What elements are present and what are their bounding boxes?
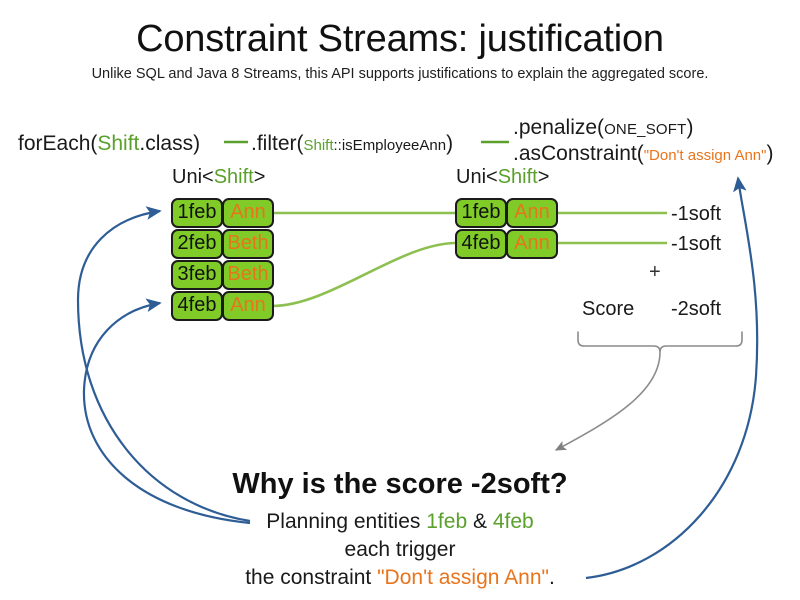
tuple-row: 1feb Ann bbox=[455, 198, 558, 228]
penalty-value: -1soft bbox=[671, 203, 722, 225]
score-total: -2soft bbox=[671, 298, 722, 320]
explanation-line-2: each trigger bbox=[344, 538, 456, 561]
asconstraint-suffix: ) bbox=[766, 142, 774, 165]
filter-suffix: ) bbox=[446, 132, 454, 155]
expl1-prefix: Planning entities bbox=[266, 510, 427, 533]
explanation-heading: Why is the score -2soft? bbox=[232, 468, 568, 500]
explanation-line-3: the constraint "Don't assign Ann". bbox=[0, 566, 800, 590]
explanation-line-1: Planning entities 1feb & 4feb bbox=[0, 510, 800, 534]
uni-right-prefix: Uni< bbox=[456, 166, 498, 188]
tuple-date: 3feb bbox=[171, 260, 223, 290]
foreach-type: Shift bbox=[97, 132, 140, 155]
filter-prefix: .filter( bbox=[251, 132, 304, 155]
score-brace bbox=[577, 331, 743, 353]
tuple-row: 4feb Ann bbox=[171, 291, 274, 321]
filter-type: Shift bbox=[303, 137, 334, 154]
foreach-suffix: .class) bbox=[139, 132, 201, 155]
penalize-level: ONE_SOFT bbox=[604, 121, 687, 138]
tuple-employee: Ann bbox=[506, 229, 558, 259]
code-penalize: .penalize(ONE_SOFT) bbox=[513, 116, 694, 140]
tuple-date: 1feb bbox=[455, 198, 507, 228]
tuple-employee: Beth bbox=[222, 260, 274, 290]
penalize-suffix: ) bbox=[686, 116, 694, 139]
filter-method: ::isEmployeeAnn bbox=[333, 137, 447, 154]
tuple-row: 2feb Beth bbox=[171, 229, 274, 259]
tuple-row: 4feb Ann bbox=[455, 229, 558, 259]
tuple-employee: Ann bbox=[222, 291, 274, 321]
tuple-employee: Beth bbox=[222, 229, 274, 259]
penalty-value: -1soft bbox=[671, 233, 722, 255]
code-filter: .filter(Shift::isEmployeeAnn) bbox=[251, 132, 453, 156]
expl1-amp: & bbox=[467, 510, 493, 533]
code-as-constraint: .asConstraint("Don't assign Ann") bbox=[513, 142, 773, 166]
tuple-date: 4feb bbox=[455, 229, 507, 259]
code-foreach: forEach(Shift.class) bbox=[18, 132, 200, 156]
link-4feb bbox=[271, 241, 457, 308]
expl3-prefix: the constraint bbox=[245, 566, 378, 589]
tuple-date: 4feb bbox=[171, 291, 223, 321]
score-label: Score bbox=[582, 298, 635, 320]
tuple-employee: Ann bbox=[222, 198, 274, 228]
tuple-row: 1feb Ann bbox=[171, 198, 274, 228]
uni-header-right: Uni<Shift> bbox=[456, 166, 549, 189]
foreach-prefix: forEach( bbox=[18, 132, 98, 155]
expl1-entity-b: 4feb bbox=[492, 510, 534, 533]
tuple-employee: Ann bbox=[506, 198, 558, 228]
penalize-prefix: .penalize( bbox=[513, 116, 605, 139]
tuple-date: 2feb bbox=[171, 229, 223, 259]
expl1-entity-a: 1feb bbox=[426, 510, 468, 533]
asconstraint-prefix: .asConstraint( bbox=[513, 142, 644, 165]
uni-right-suffix: > bbox=[537, 166, 550, 188]
uni-left-prefix: Uni< bbox=[172, 166, 214, 188]
score-to-question-arrow bbox=[554, 351, 661, 451]
uni-right-type: Shift bbox=[497, 166, 538, 188]
uni-left-type: Shift bbox=[213, 166, 254, 188]
slide-title: Constraint Streams: justification bbox=[136, 18, 664, 60]
uni-left-suffix: > bbox=[253, 166, 266, 188]
uni-header-left: Uni<Shift> bbox=[172, 166, 265, 189]
tuple-row: 3feb Beth bbox=[171, 260, 274, 290]
tuple-date: 1feb bbox=[171, 198, 223, 228]
sum-operator: + bbox=[649, 261, 661, 283]
expl3-constraint: "Don't assign Ann" bbox=[377, 566, 549, 589]
slide-subtitle: Unlike SQL and Java 8 Streams, this API … bbox=[91, 66, 709, 82]
asconstraint-name: "Don't assign Ann" bbox=[643, 147, 767, 164]
expl3-suffix: . bbox=[548, 566, 555, 589]
